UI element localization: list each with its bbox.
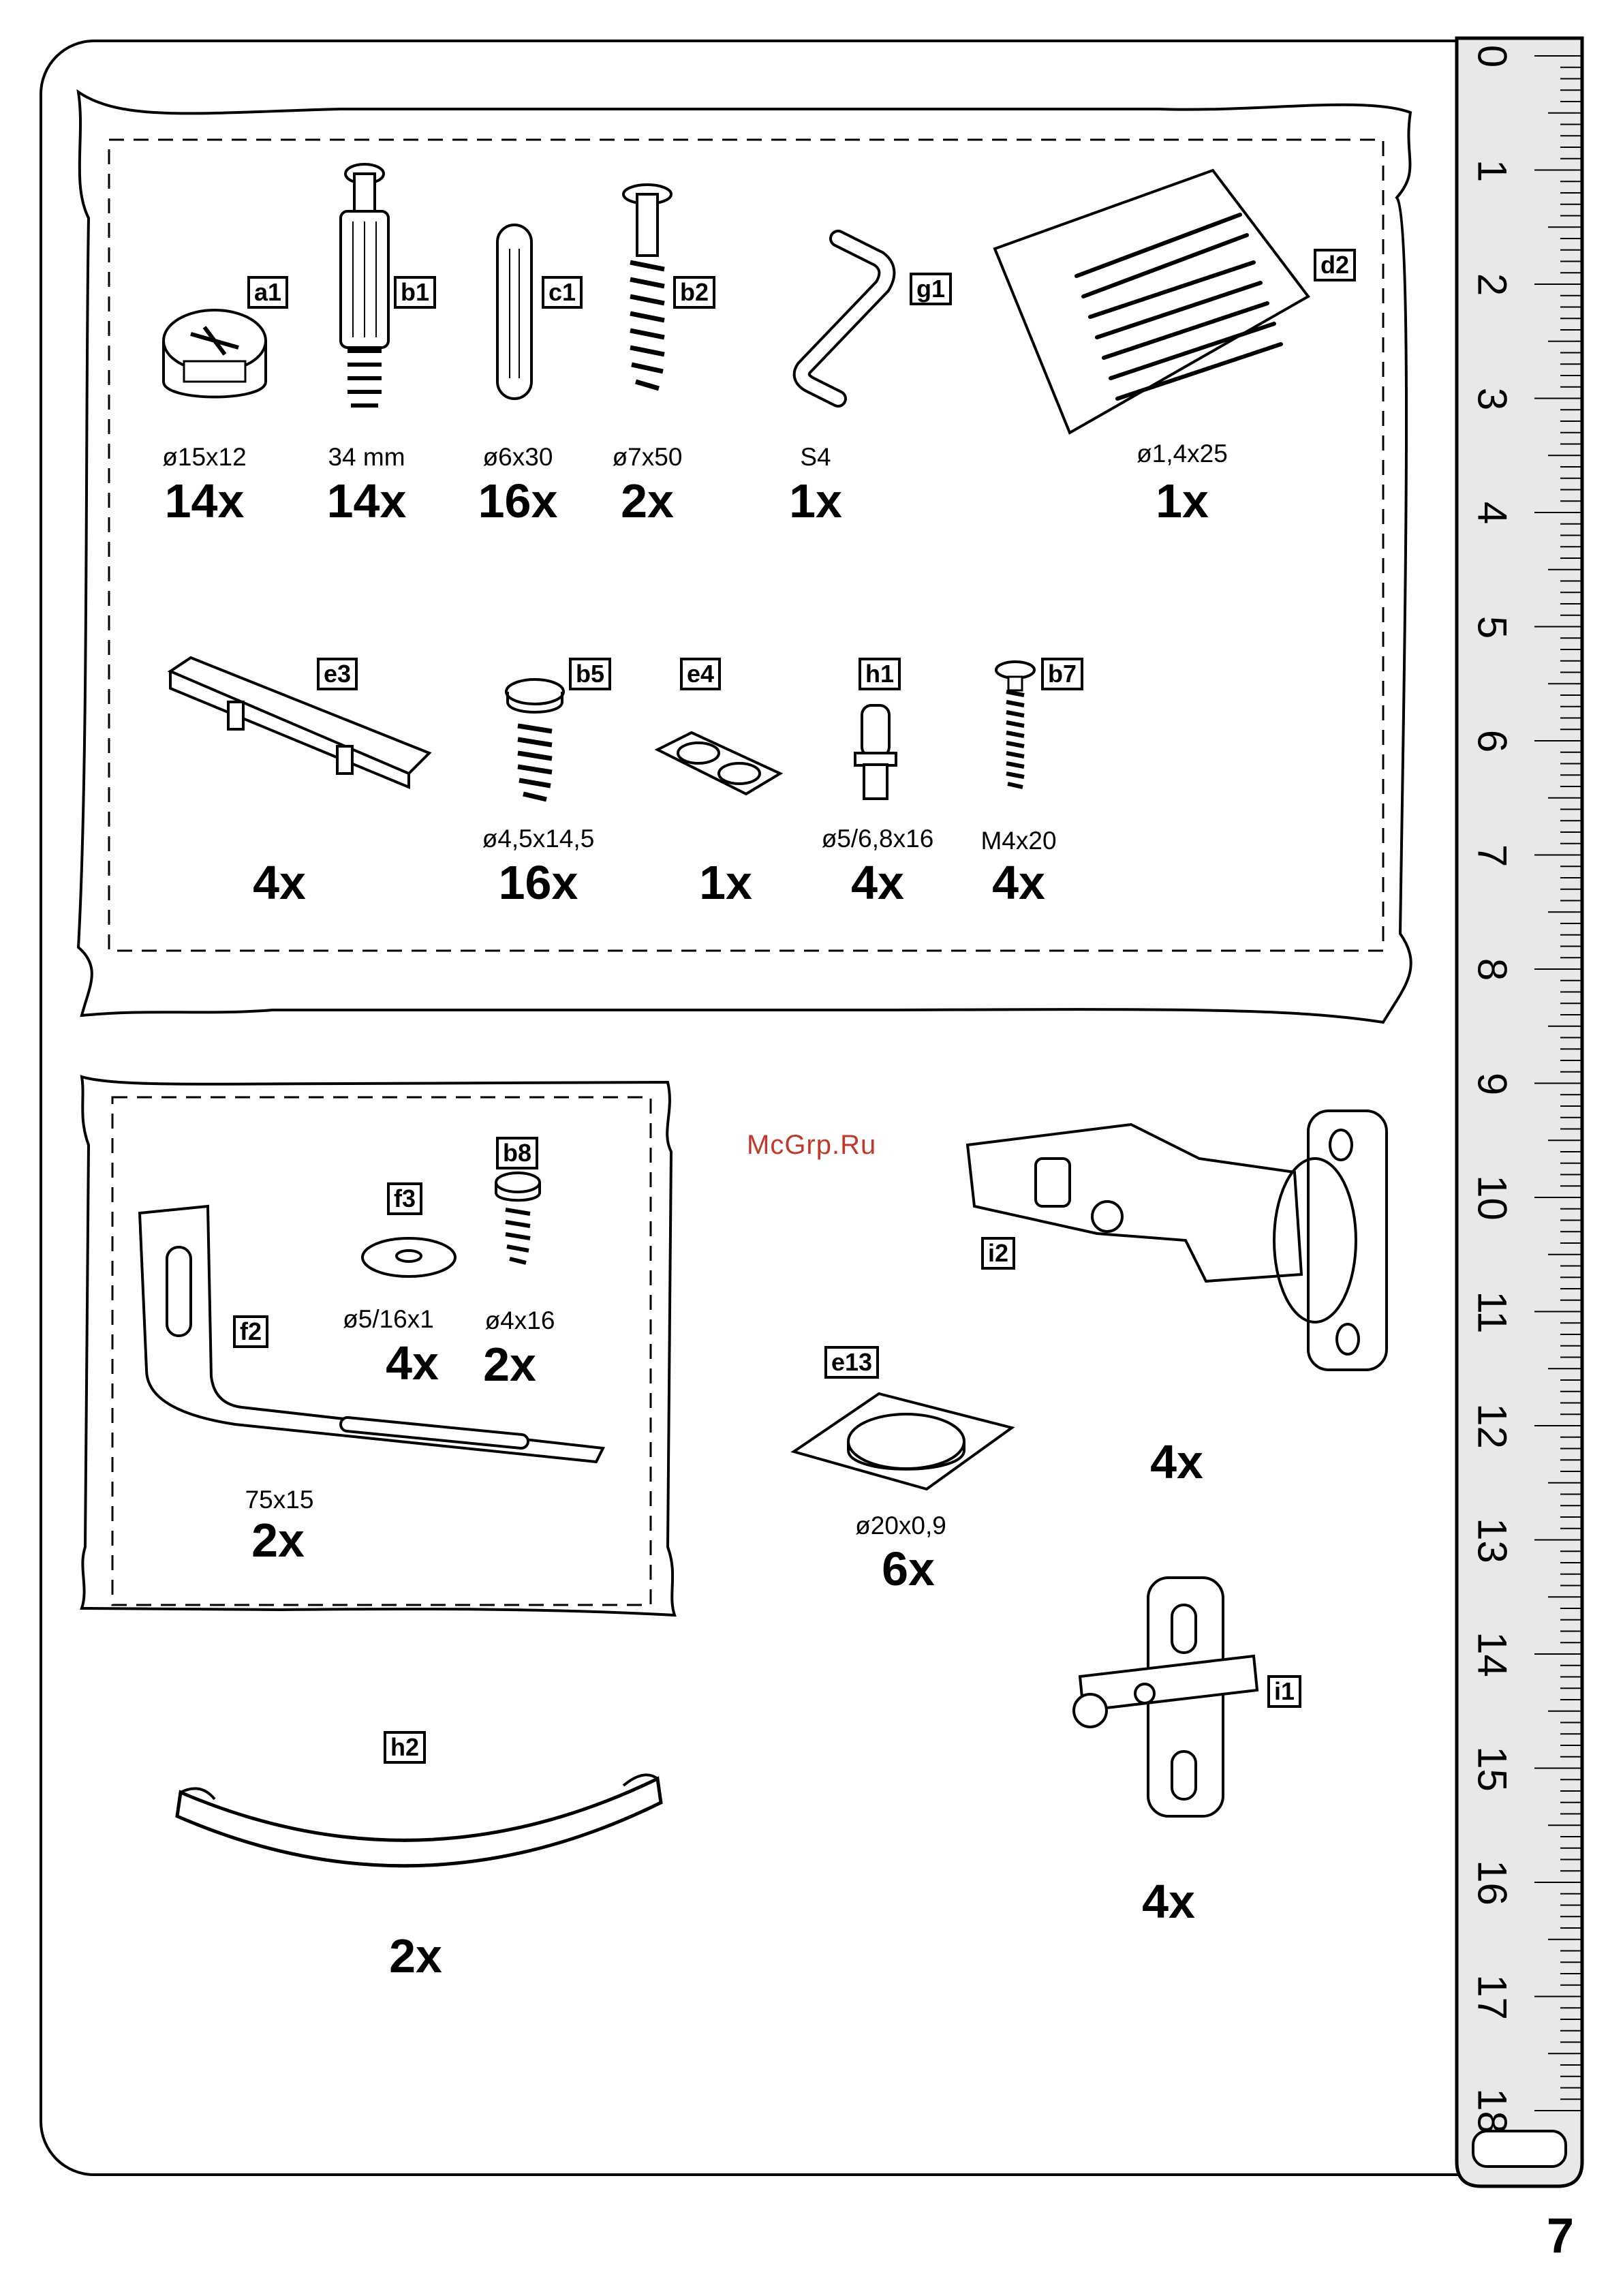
ruler-number: 2 — [1469, 258, 1516, 312]
part-qty-e4: 1x — [637, 855, 814, 910]
ruler-number: 17 — [1469, 1970, 1516, 2024]
handle-drawing — [164, 651, 436, 801]
part-qty-i1: 4x — [1080, 1874, 1257, 1929]
part-qty-e3: 4x — [191, 855, 368, 910]
ruler-number: 8 — [1469, 943, 1516, 997]
ruler-number: 6 — [1469, 714, 1516, 769]
allen-key-drawing — [749, 225, 906, 429]
part-qty-a1: 14x — [116, 474, 293, 528]
part-size-g1: S4 — [727, 443, 904, 472]
ruler-number: 15 — [1469, 1741, 1516, 1796]
ruler-number: 14 — [1469, 1627, 1516, 1682]
part-qty-d2: 1x — [1094, 474, 1271, 528]
part-size-e13: ø20x0,9 — [812, 1512, 989, 1540]
part-qty-h2: 2x — [327, 1929, 504, 1983]
hinge-plate-drawing — [1063, 1574, 1267, 1820]
part-label-i1: i1 — [1267, 1675, 1301, 1708]
part-label-e4: e4 — [680, 658, 721, 690]
part-qty-b1: 14x — [278, 474, 455, 528]
bumper-pads-drawing — [651, 726, 787, 801]
page-number: 7 — [1547, 2208, 1574, 2264]
hinge-drawing — [961, 1104, 1397, 1377]
ruler-number: 1 — [1469, 143, 1516, 198]
screw-drawing-b5 — [497, 678, 572, 808]
part-label-b8: b8 — [496, 1137, 538, 1169]
part-label-i2: i2 — [981, 1237, 1015, 1270]
part-label-f3: f3 — [387, 1182, 422, 1215]
screw-drawing-b2 — [617, 181, 678, 419]
part-size-a1: ø15x12 — [116, 443, 293, 472]
part-label-c1: c1 — [542, 276, 583, 309]
part-size-b7: M4x20 — [930, 827, 1107, 855]
part-label-e13: e13 — [824, 1346, 879, 1379]
part-qty-b8: 2x — [421, 1337, 598, 1392]
part-size-b8: ø4x16 — [431, 1306, 608, 1335]
part-size-b1: 34 mm — [278, 443, 455, 472]
part-qty-b7: 4x — [930, 855, 1107, 910]
part-size-f2: 75x15 — [191, 1486, 368, 1514]
ruler-number: 12 — [1469, 1399, 1516, 1454]
cam-bolt-drawing — [327, 160, 402, 419]
dowel-drawing — [491, 221, 538, 405]
nails-bag-drawing — [981, 160, 1349, 440]
ruler-number: 11 — [1469, 1285, 1516, 1339]
ruler-number: 5 — [1469, 600, 1516, 654]
part-size-b5: ø4,5x14,5 — [450, 825, 627, 853]
part-label-h2: h2 — [384, 1731, 426, 1764]
part-label-g1: g1 — [910, 273, 952, 305]
cam-lock-drawing — [153, 300, 276, 416]
part-label-b5: b5 — [569, 658, 611, 690]
part-label-e3: e3 — [317, 658, 358, 690]
part-label-b2: b2 — [673, 276, 715, 309]
ruler-number: 0 — [1469, 29, 1516, 84]
curved-handle-drawing — [174, 1765, 664, 1881]
part-qty-b5: 16x — [450, 855, 627, 910]
ruler-number: 10 — [1469, 1171, 1516, 1225]
ruler-number: 13 — [1469, 1513, 1516, 1567]
part-label-b7: b7 — [1041, 658, 1083, 690]
part-size-d2: ø1,4x25 — [1094, 440, 1271, 468]
part-label-d2: d2 — [1314, 249, 1356, 281]
part-label-a1: a1 — [247, 276, 288, 309]
ruler-number: 7 — [1469, 828, 1516, 883]
ruler-number: 16 — [1469, 1856, 1516, 1910]
watermark: McGrp.Ru — [747, 1130, 876, 1161]
part-qty-i2: 4x — [1088, 1435, 1265, 1489]
part-qty-f2: 2x — [189, 1513, 367, 1567]
shelf-support-drawing — [852, 702, 899, 804]
part-qty-e13: 6x — [820, 1542, 997, 1596]
part-qty-g1: 1x — [727, 474, 904, 528]
ruler-number: 9 — [1469, 1056, 1516, 1111]
part-label-b1: b1 — [394, 276, 436, 309]
screw-drawing-b8 — [491, 1169, 545, 1278]
part-size-b2: ø7x50 — [559, 443, 736, 472]
part-qty-b2: 2x — [559, 474, 736, 528]
washer-drawing — [358, 1230, 460, 1285]
ruler-number: 3 — [1469, 371, 1516, 426]
part-label-h1: h1 — [859, 658, 901, 690]
bolt-drawing-b7 — [991, 658, 1039, 801]
ruler-number: 4 — [1469, 486, 1516, 540]
part-label-f2: f2 — [233, 1315, 268, 1348]
pad-drawing-e13 — [790, 1390, 1015, 1493]
ruler-number: 18 — [1469, 2084, 1516, 2139]
